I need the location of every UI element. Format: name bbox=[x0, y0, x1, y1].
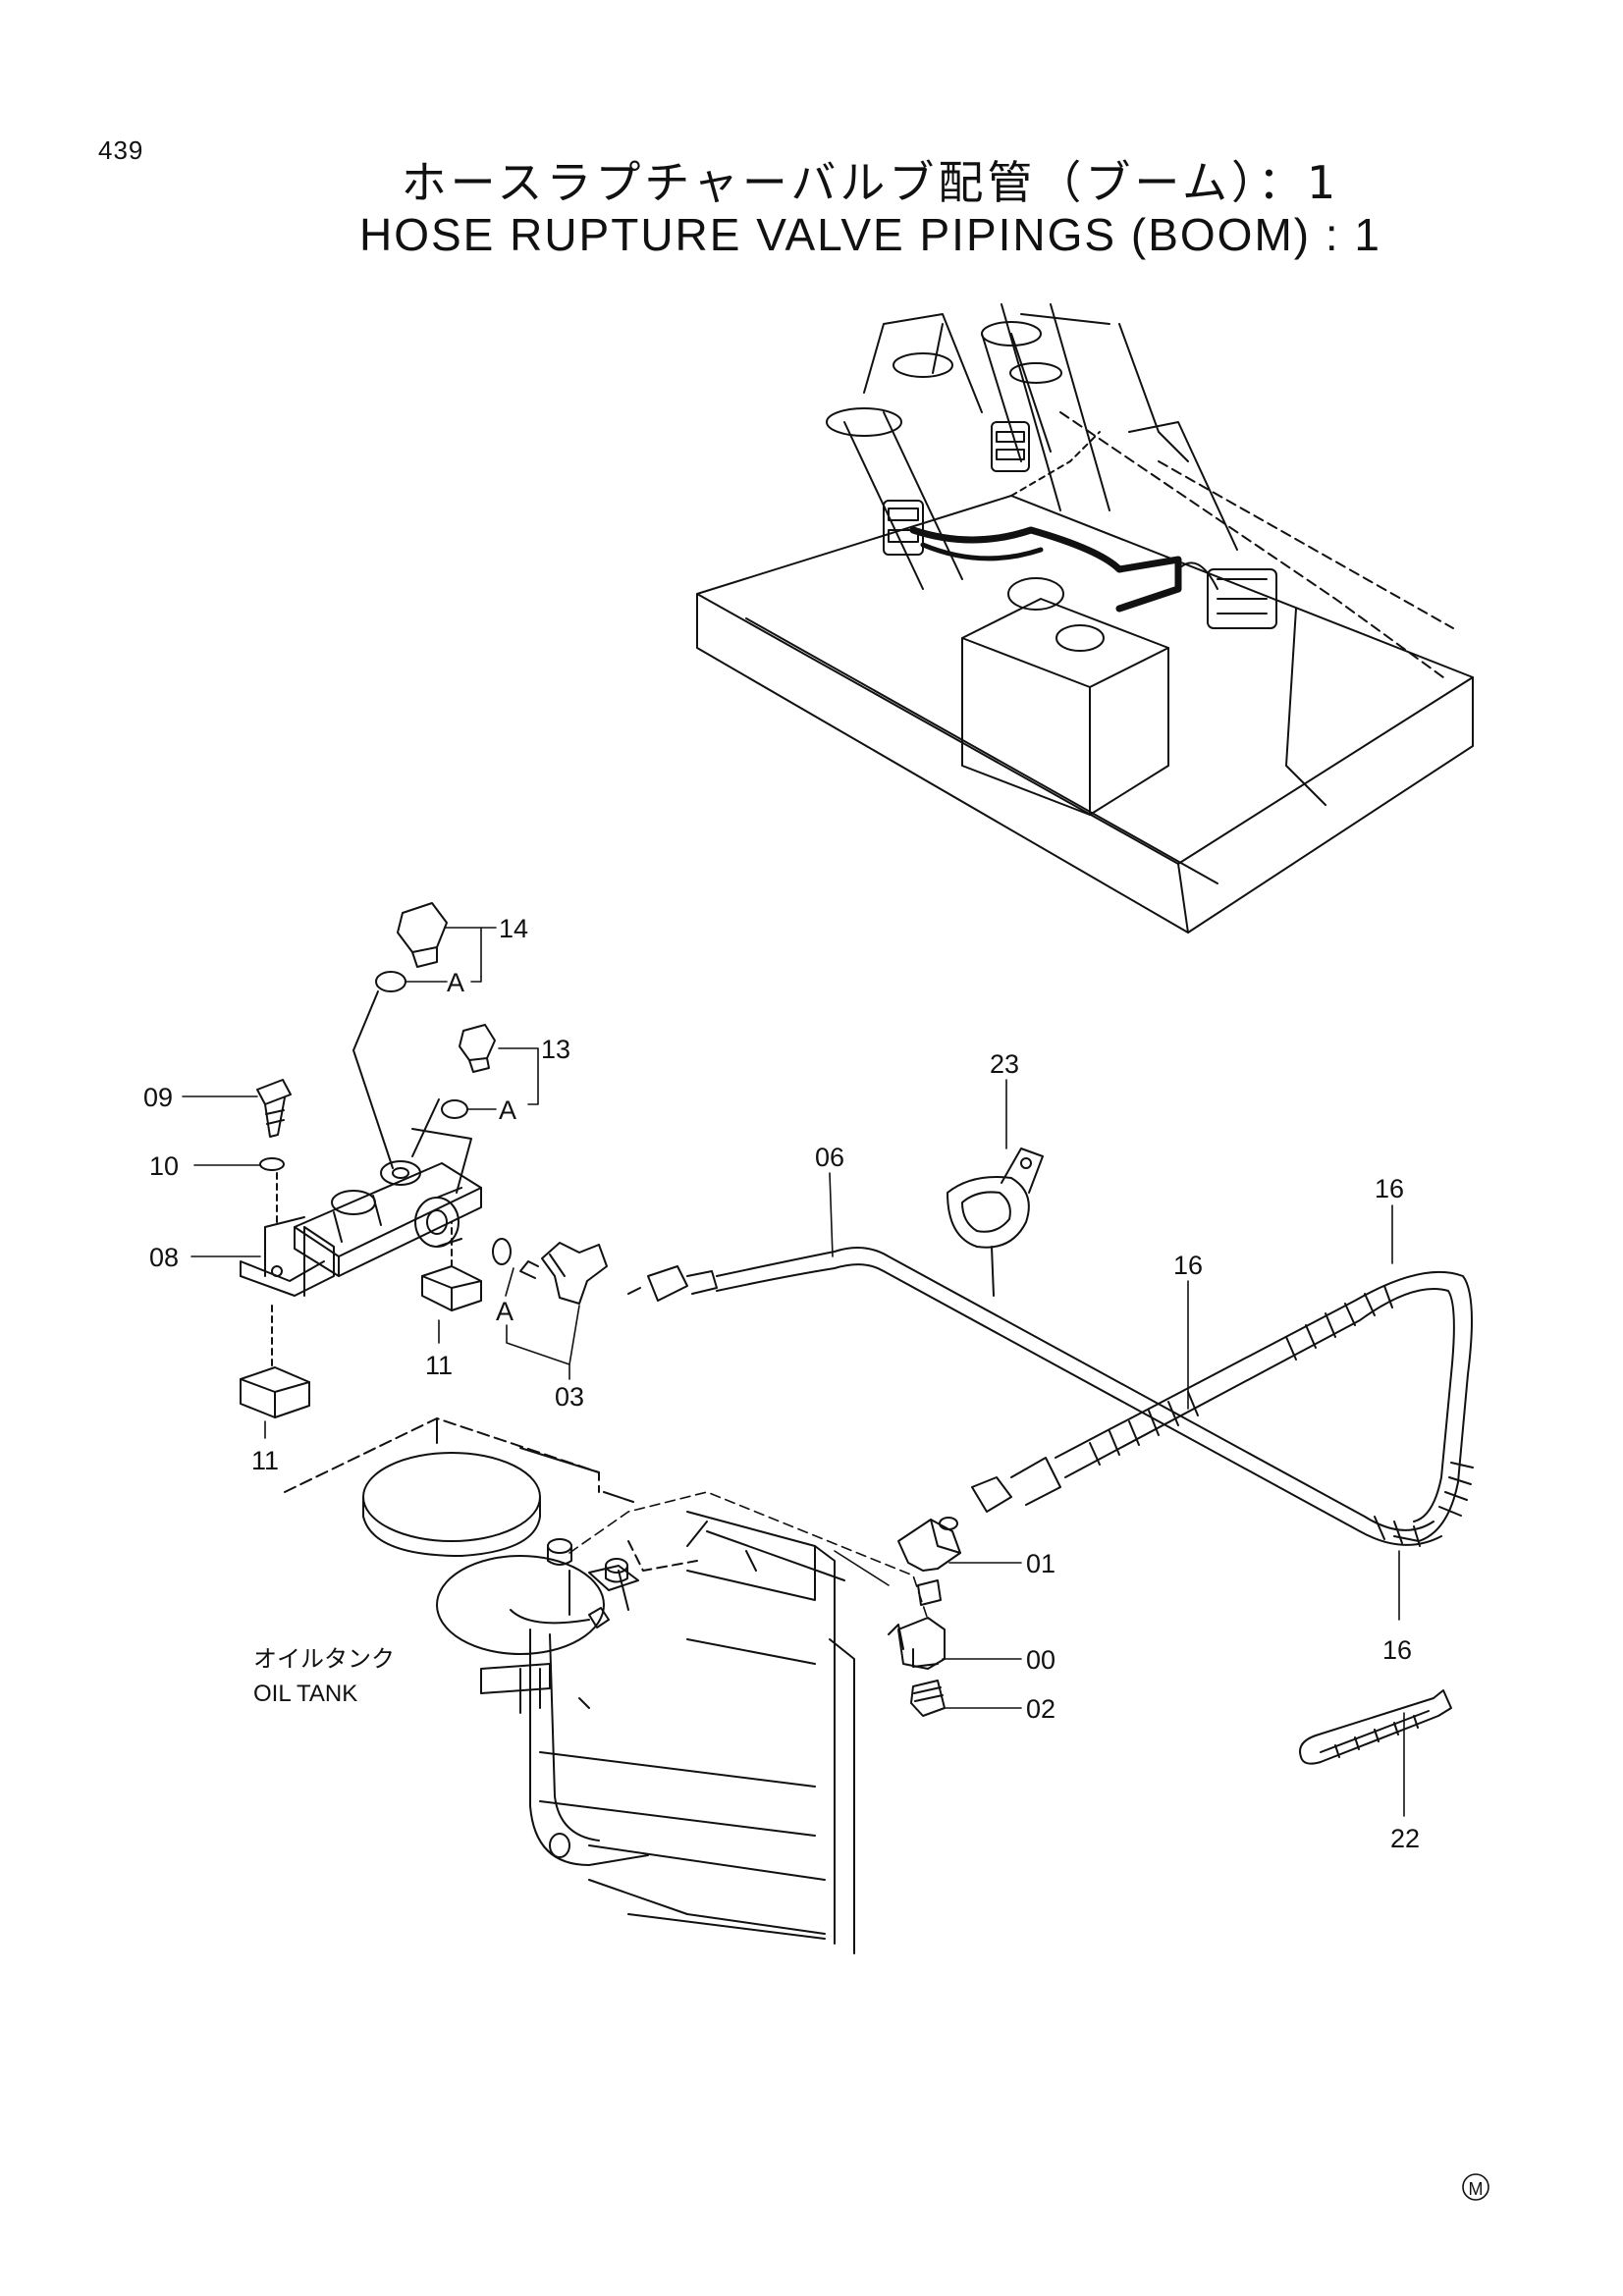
registered-mark: M bbox=[1469, 2179, 1484, 2199]
callout-a-plug-13: A bbox=[499, 1095, 516, 1125]
callout-a-plug-14: A bbox=[447, 968, 464, 997]
callout-09: 09 bbox=[143, 1083, 173, 1112]
callout-11-lower: 11 bbox=[251, 1446, 279, 1475]
callout-06: 06 bbox=[815, 1143, 844, 1172]
oil-tank-label-japanese: オイルタンク bbox=[253, 1645, 395, 1673]
callout-labels: 14 A 13 A 09 10 08 11 11 A 03 06 23 16 1… bbox=[143, 914, 1489, 2201]
callout-03: 03 bbox=[555, 1382, 584, 1412]
oil-tank-illustration bbox=[284, 1417, 855, 1954]
overview-illustration bbox=[696, 303, 1474, 934]
page-number: 439 bbox=[98, 135, 144, 165]
oil-tank-label-english: OIL TANK bbox=[253, 1681, 357, 1707]
hose-rupture-valve bbox=[240, 902, 608, 1418]
page-title-english: HOSE RUPTURE VALVE PIPINGS (BOOM) : 1 bbox=[358, 209, 1382, 260]
page-title-japanese: ホースラプチャーバルブ配管（ブーム）：1 bbox=[401, 156, 1340, 209]
callout-16-top: 16 bbox=[1375, 1174, 1404, 1203]
callout-13: 13 bbox=[541, 1035, 570, 1064]
callout-a-oring: A bbox=[496, 1297, 514, 1326]
callout-14: 14 bbox=[499, 914, 528, 943]
fittings bbox=[888, 1517, 961, 1717]
callout-10: 10 bbox=[149, 1151, 179, 1181]
callout-23: 23 bbox=[990, 1049, 1019, 1079]
callout-01: 01 bbox=[1026, 1549, 1055, 1578]
callout-22: 22 bbox=[1390, 1824, 1420, 1853]
callout-16-middle: 16 bbox=[1173, 1251, 1203, 1280]
registered-mark-circle bbox=[1462, 2173, 1489, 2201]
callout-11-upper: 11 bbox=[425, 1351, 453, 1380]
hoses bbox=[627, 1148, 1474, 1765]
callout-00: 00 bbox=[1026, 1645, 1055, 1675]
callout-08: 08 bbox=[149, 1243, 179, 1272]
leader-lines bbox=[182, 927, 1405, 1817]
callout-02: 02 bbox=[1026, 1694, 1055, 1724]
callout-16-bottom: 16 bbox=[1382, 1635, 1412, 1665]
